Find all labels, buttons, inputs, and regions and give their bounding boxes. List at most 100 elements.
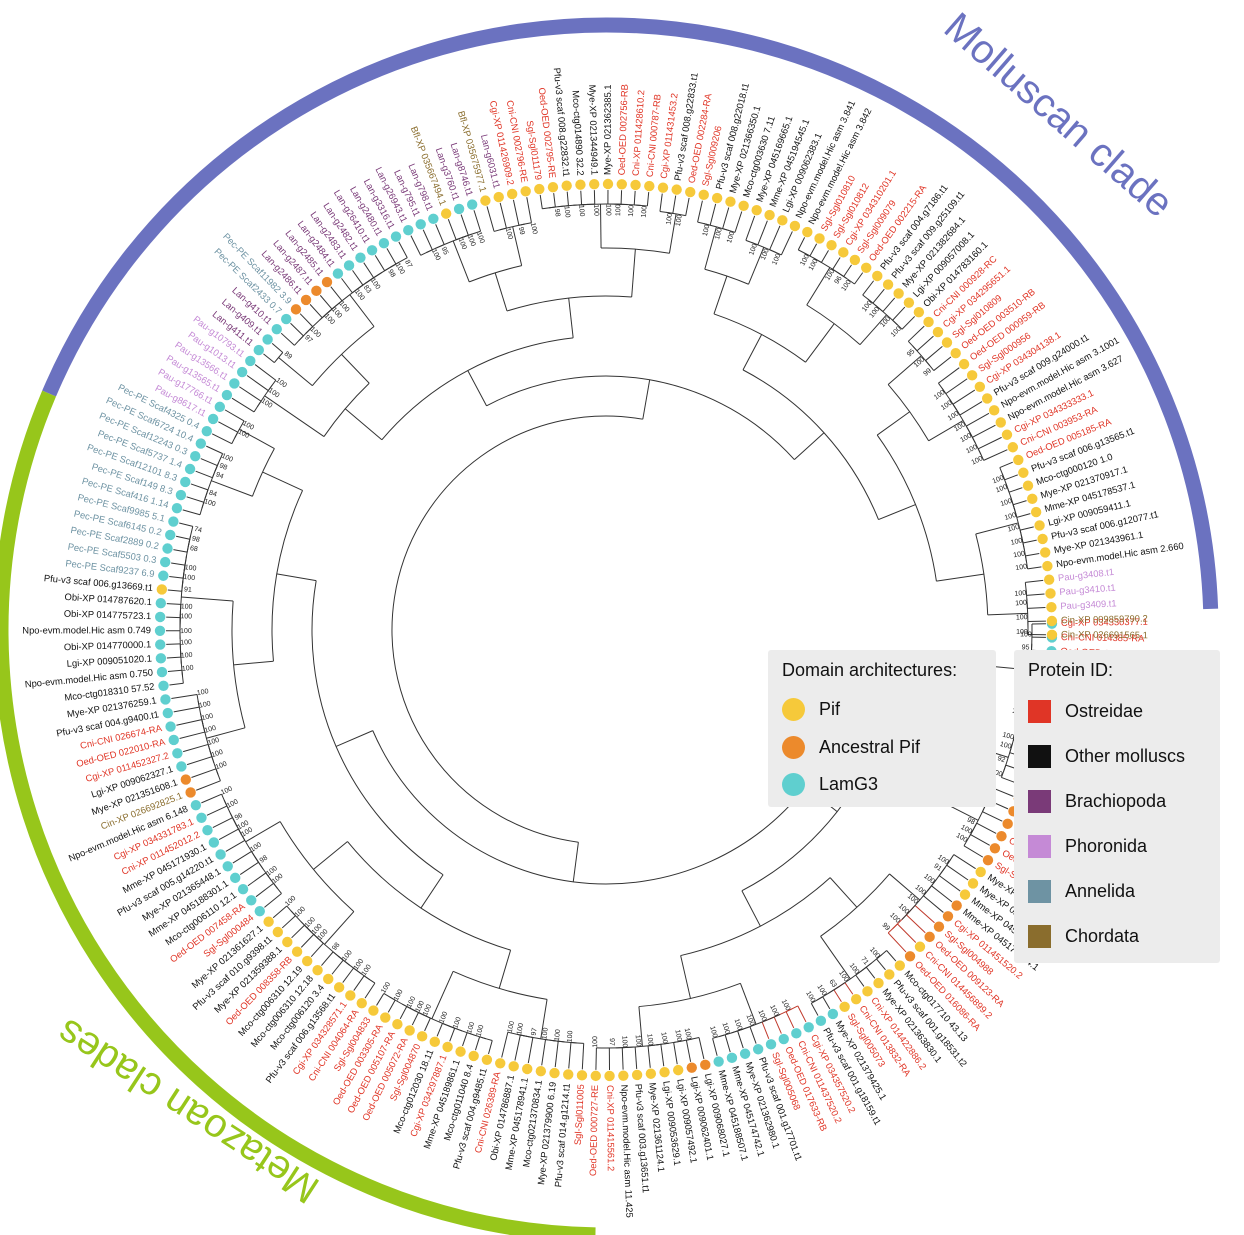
domain-dot [301,955,313,967]
bootstrap-label: 100 [634,1035,642,1047]
branch-line [829,877,858,908]
branch-arc [615,1042,669,1049]
bootstrap-label: 100 [475,231,485,244]
domain-dot [300,294,312,306]
branch-line [882,297,896,312]
branch-line [923,895,944,913]
domain-dot [630,179,641,191]
domain-dot [644,180,655,192]
bootstrap-label: 100 [799,253,811,267]
branch-line [1022,539,1037,544]
domain-dot [1046,602,1057,613]
domain-dot [995,417,1006,428]
branch-line [290,322,304,337]
branch-line [1020,526,1034,531]
chordata-swatch [1028,924,1051,948]
legend-label: Pif [819,698,841,719]
branch-line [580,190,583,205]
branch-line [761,1021,770,1039]
branch-line [173,549,188,553]
domain-dot [802,226,813,238]
bootstrap-label: 100 [439,1011,450,1025]
bootstrap-label: 68 [189,545,198,553]
domain-dot [390,231,402,242]
bootstrap-label: 94 [215,471,225,480]
branch-arc [486,375,795,460]
bootstrap-label: 99 [922,367,933,377]
domain-dot [493,191,504,203]
branch-line [330,286,343,302]
domain-dot [765,1039,777,1050]
bootstrap-label: 63 [827,978,837,988]
clade-arcs [0,17,1219,1235]
branch-line [206,445,223,455]
bootstrap-label: 100 [393,988,405,1002]
branch-line [278,357,313,387]
tip-label: Lgi-XP 009051020.1 [66,652,152,668]
protein-legend: Protein ID: Ostreidae Other molluscs Bra… [1014,650,1220,963]
branch-line [460,214,469,236]
domain-dot [1043,574,1055,585]
bootstrap-label: 100 [577,205,585,217]
domain-dot [508,1061,519,1072]
domain-dot [222,861,233,872]
branch-line [420,874,444,909]
tip-label: Mye-XP 021362385.1 [602,84,613,175]
domain-dot [190,800,202,811]
branch-line [806,267,831,306]
domain-dot [253,344,264,356]
domain-dot [904,951,916,962]
domain-dot [725,196,736,207]
branch-line [212,817,233,828]
domain-dot [659,1066,670,1078]
domain-dot [201,425,212,437]
branch-line [211,480,253,497]
bootstrap-label: 100 [645,1033,653,1046]
domain-dots [154,178,1058,1082]
branch-line [171,693,198,700]
branch-line [865,966,876,979]
branch-line [906,914,926,934]
bootstrap-label: 100 [641,206,649,218]
branch-line [698,1037,705,1060]
branch-line [976,822,997,834]
branch-line [928,420,964,442]
branch-line [963,845,984,858]
branch-arc [901,879,937,920]
pif-dot-swatch [782,697,805,721]
branch-line [255,882,274,898]
branch-line [499,202,507,229]
bootstrap-label: 100 [1020,631,1032,638]
domain-dot [520,186,531,197]
domain-dot [1042,560,1053,572]
bootstrap-label: 100 [897,903,910,916]
branch-line [780,231,793,256]
domain-dot [913,306,925,318]
phoronida-swatch [1028,834,1051,858]
bootstrap-label: 91 [932,863,942,873]
branch-line [999,461,1013,469]
branch-line [201,793,222,804]
branch-line [190,483,209,491]
branch-line [374,255,386,271]
bootstrap-label: 95 [440,246,450,256]
domain-dot [777,215,788,226]
branch-line [797,237,806,251]
domain-dot [1002,818,1013,830]
branch-line [310,942,324,957]
branch-line [810,1003,819,1016]
bootstrap-label: 98 [218,462,228,471]
metazoan-clade-arc [0,390,596,1235]
branch-line [376,993,385,1006]
branch-line [672,195,677,214]
branch-line [809,243,818,257]
branch-line [181,596,234,602]
branch-line [200,458,218,467]
domain-dot [563,1069,574,1080]
bootstrap-label: 100 [592,204,599,216]
bootstrap-label: 100 [999,741,1012,751]
tip-label: Cin-XP 009859790.2 [1061,613,1148,626]
legend-label: LamG3 [819,773,879,794]
domain-dot [903,297,915,308]
